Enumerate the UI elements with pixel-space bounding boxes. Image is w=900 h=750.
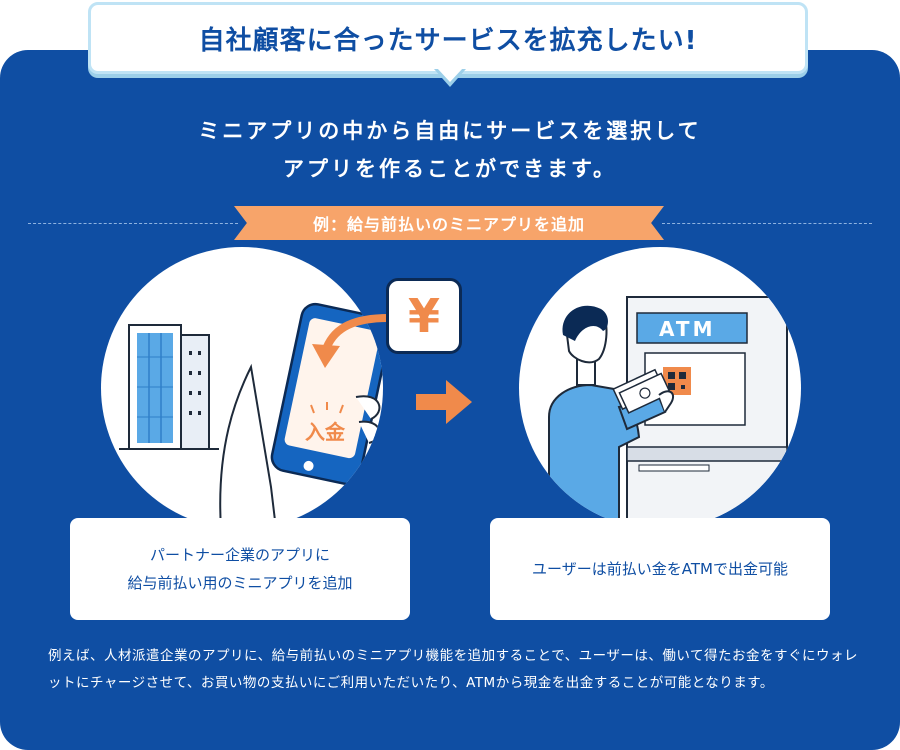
phone-deposit-text: 入金 [305, 420, 346, 444]
partner-app-card: パートナー企業のアプリに 給与前払い用のミニアプリを追加 [70, 518, 410, 620]
atm-withdrawal-card: ユーザーは前払い金をATMで出金可能 [490, 518, 830, 620]
user-person-icon [548, 305, 675, 529]
bubble-tail-inner [437, 68, 463, 82]
atm-label: ATM [659, 317, 715, 341]
divider-right [662, 223, 872, 224]
example-ribbon: 例：給与前払いのミニアプリを追加 [234, 206, 664, 240]
cash-bills-icon [612, 368, 672, 414]
atm-card-text: ユーザーは前払い金をATMで出金可能 [532, 560, 788, 578]
building-icon [119, 324, 219, 450]
description-text: 例えば、人材派遣企業のアプリに、給与前払いのミニアプリ機能を追加することで、ユー… [48, 648, 858, 691]
flow-arrow-icon [416, 380, 472, 424]
divider-left [28, 223, 238, 224]
lead-line-2: アプリを作ることができます。 [283, 157, 617, 181]
partner-app-illustration: 入金 [101, 247, 383, 529]
atm-illustration: ATM [519, 247, 801, 529]
yen-icon-box: ¥ [386, 278, 462, 354]
headline-bubble: 自社顧客に合ったサービスを拡充したい! [88, 2, 808, 74]
smartphone-icon: 入金 [219, 302, 383, 529]
lead-line-1: ミニアプリの中から自由にサービスを選択して [198, 119, 702, 143]
partner-card-line-1: パートナー企業のアプリに [149, 546, 330, 564]
lead-text: ミニアプリの中から自由にサービスを選択して アプリを作ることができます。 [0, 112, 900, 188]
partner-card-line-2: 給与前払い用のミニアプリを追加 [127, 574, 353, 592]
yen-icon: ¥ [407, 289, 440, 343]
headline-text: 自社顧客に合ったサービスを拡充したい! [198, 25, 698, 56]
example-ribbon-text: 例：給与前払いのミニアプリを追加 [312, 215, 585, 234]
deposit-arrow [312, 314, 392, 368]
